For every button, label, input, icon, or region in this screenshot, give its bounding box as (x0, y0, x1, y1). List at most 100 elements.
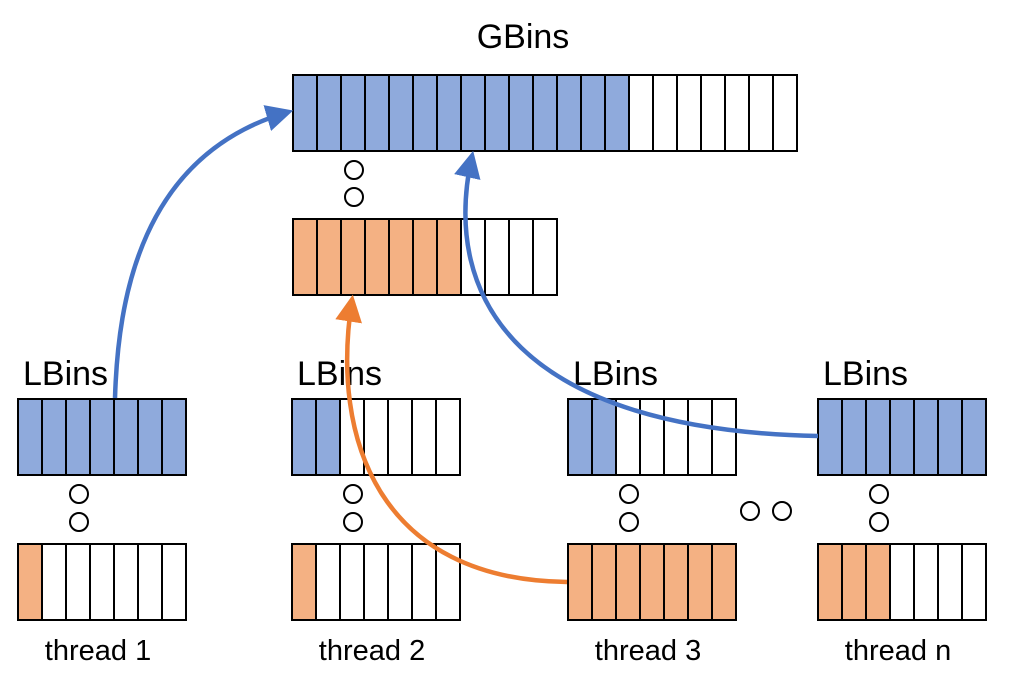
bin-cell-filled (865, 398, 891, 476)
ellipsis-dot (869, 484, 889, 504)
bin-cell-empty (363, 543, 389, 621)
bin-cell-filled (436, 74, 462, 152)
bin-cell-filled (567, 398, 593, 476)
bin-cell-empty (748, 74, 774, 152)
bin-cell-filled (412, 74, 438, 152)
bin-cell-filled (364, 74, 390, 152)
bin-cell-empty (937, 543, 963, 621)
bin-cell-filled (291, 543, 317, 621)
thread-label: thread 1 (45, 635, 151, 667)
bin-cell-filled (17, 398, 43, 476)
bin-cell-filled (316, 218, 342, 296)
bin-cell-filled (591, 543, 617, 621)
bin-cell-empty (639, 398, 665, 476)
ellipsis-dot (69, 512, 89, 532)
bin-cell-filled (841, 398, 867, 476)
bin-cell-empty (161, 543, 187, 621)
bin-cell-filled (841, 543, 867, 621)
bin-cell-empty (676, 74, 702, 152)
orange-arrow-thread3-to-gbins (335, 294, 568, 585)
bin-cell-empty (663, 398, 689, 476)
bin-cell-empty (387, 398, 413, 476)
gbins-orange-cells (292, 218, 558, 296)
bin-cell-empty (41, 543, 67, 621)
bin-cell-filled (817, 543, 843, 621)
bin-cell-empty (89, 543, 115, 621)
bin-cell-empty (65, 543, 91, 621)
bin-cell-empty (363, 398, 389, 476)
bin-cell-filled (556, 74, 582, 152)
bin-cell-filled (663, 543, 689, 621)
bin-cell-filled (340, 74, 366, 152)
bin-cell-empty (628, 74, 654, 152)
bin-cell-filled (604, 74, 630, 152)
bin-cell-empty (137, 543, 163, 621)
blue-arrow-threadn-to-gbins (454, 150, 819, 439)
lbins-orange-row (567, 543, 737, 621)
bin-cell-filled (89, 398, 115, 476)
bin-cell-filled (292, 218, 318, 296)
bin-cell-filled (388, 74, 414, 152)
bin-cell-empty (411, 398, 437, 476)
thread-label: thread n (845, 635, 951, 667)
bin-cell-filled (615, 543, 641, 621)
ellipsis-dot (69, 484, 89, 504)
bin-cell-filled (591, 398, 617, 476)
bin-cell-filled (41, 398, 67, 476)
bin-cell-filled (817, 398, 843, 476)
thread-label: thread 3 (595, 635, 701, 667)
bin-cell-empty (411, 543, 437, 621)
gbins-orange-row (292, 218, 558, 296)
gbins-blue-cells (292, 74, 798, 152)
ellipsis-dot (343, 512, 363, 532)
bin-cell-filled (412, 218, 438, 296)
bin-cell-filled (639, 543, 665, 621)
bin-cell-filled (460, 74, 486, 152)
bin-cell-empty (387, 543, 413, 621)
lbins-orange-row (291, 543, 461, 621)
lbins-label: LBins (297, 355, 382, 393)
bin-cell-empty (724, 74, 750, 152)
blue-arrow-thread1-to-gbins (112, 105, 294, 399)
bin-cell-filled (113, 398, 139, 476)
thread-label: thread 2 (319, 635, 425, 667)
thread-group: LBins thread 2 (291, 355, 461, 667)
ellipsis-dot (344, 160, 364, 180)
bin-cell-empty (113, 543, 139, 621)
bin-cell-filled (711, 543, 737, 621)
bin-cell-filled (315, 398, 341, 476)
bin-cell-filled (937, 398, 963, 476)
thread-group: LBins thread 3 (567, 355, 737, 667)
bin-cell-empty (508, 218, 534, 296)
bin-cell-filled (161, 398, 187, 476)
bin-cell-empty (435, 398, 461, 476)
ellipsis-dot (344, 187, 364, 207)
bin-cell-filled (340, 218, 366, 296)
lbins-orange-row (17, 543, 187, 621)
bin-cell-filled (484, 74, 510, 152)
bin-cell-filled (508, 74, 534, 152)
ellipsis-dot (772, 501, 792, 521)
bin-cell-filled (567, 543, 593, 621)
bin-cell-filled (913, 398, 939, 476)
bin-cell-filled (316, 74, 342, 152)
lbins-orange-row (817, 543, 987, 621)
bin-cell-filled (889, 398, 915, 476)
bin-cell-empty (711, 398, 737, 476)
bin-cell-filled (687, 543, 713, 621)
bin-cell-filled (291, 398, 317, 476)
bin-cell-filled (388, 218, 414, 296)
bin-cell-filled (364, 218, 390, 296)
bin-cell-empty (652, 74, 678, 152)
ellipsis-dot (343, 484, 363, 504)
bin-cell-empty (339, 543, 365, 621)
bin-cell-empty (700, 74, 726, 152)
gbins-title: GBins (477, 18, 570, 56)
bin-cell-empty (484, 218, 510, 296)
bin-cell-filled (580, 74, 606, 152)
lbins-label: LBins (573, 355, 658, 393)
bin-cell-empty (772, 74, 798, 152)
